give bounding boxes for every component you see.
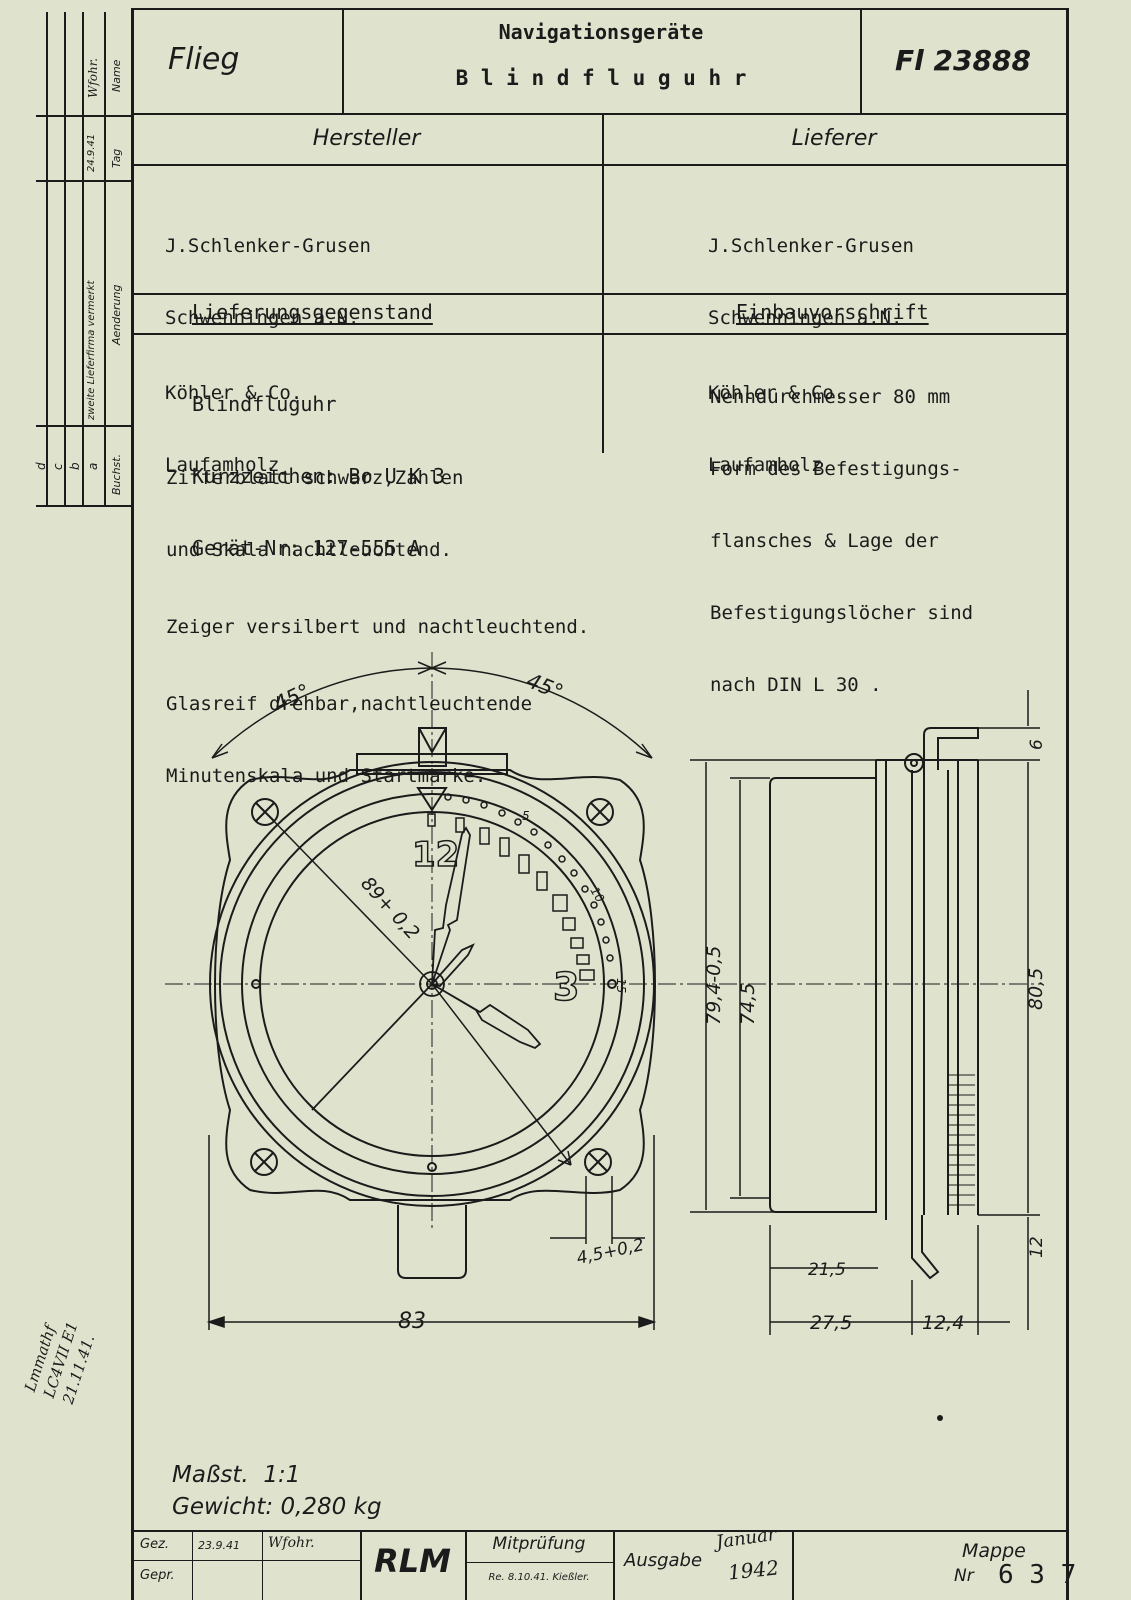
einbau-block: Nenndurchmesser 80 mm Form des Befestigu… <box>710 337 973 721</box>
lieferer-line: Schwenningen a.N. <box>708 307 903 329</box>
einbau-line: flansches & Lage der <box>710 530 939 552</box>
dim-d1: 21,5 <box>808 1260 846 1280</box>
gegenstand-line: Blindfluguhr <box>192 392 337 416</box>
gepr-label: Gepr. <box>140 1568 175 1583</box>
lieferer-line: Köhler & Co. <box>708 382 846 404</box>
dim-diameter: 89+ 0,2 <box>356 873 423 944</box>
mounting-holes <box>250 798 617 1176</box>
hersteller-label: Hersteller <box>312 126 421 151</box>
gez-sign: Wfohr. <box>268 1535 315 1551</box>
description-line: und Skala nachtleuchtend. <box>166 539 452 561</box>
einbau-line: Befestigungslöcher sind <box>710 602 974 624</box>
lieferer-line: J.Schlenker-Grusen <box>708 235 914 257</box>
bottom-stem <box>397 1205 467 1279</box>
bezel-ring-inner <box>219 771 645 1197</box>
top-boss <box>356 753 508 775</box>
gez-label: Gez. <box>140 1537 170 1552</box>
nr-value: 6 3 7 <box>998 1560 1077 1590</box>
header-number: Fl 23888 <box>895 44 1031 77</box>
hersteller-address: J.Schlenker-Grusen Schwenningen a.N. Köh… <box>165 186 371 501</box>
dim-angle-right: 45° <box>523 668 567 704</box>
dot <box>937 1415 943 1421</box>
bezel-ring <box>209 761 655 1207</box>
description-line: Zeiger versilbert und nachtleuchtend. <box>166 616 590 638</box>
dial-5: 5 <box>522 809 530 823</box>
einbau-label: Einbauvorschrift <box>736 300 929 324</box>
side-view <box>769 727 979 1280</box>
start-marker <box>416 787 448 812</box>
rlm-label: RLM <box>374 1542 451 1580</box>
mitpruefung-label: Mitprüfung <box>492 1534 586 1554</box>
einbau-line: Nenndurchmesser 80 mm <box>710 386 951 408</box>
minute-scale <box>427 793 614 981</box>
gegenstand-line: Kurzzeichen: Bo U K 3 <box>192 464 445 488</box>
nr-label: Nr <box>954 1566 974 1586</box>
flange-outline <box>214 769 656 1201</box>
lieferer-line: Laufamholz <box>708 454 823 476</box>
dial-15: 15 <box>614 978 628 993</box>
dim-83-lines <box>206 1135 657 1330</box>
hersteller-line: Köhler & Co. <box>165 382 303 404</box>
dim-bottom: 12 <box>1027 1236 1047 1258</box>
dim-top: 6 <box>1027 739 1047 750</box>
hersteller-line: J.Schlenker-Grusen <box>165 235 371 257</box>
einbau-line: nach DIN L 30 . <box>710 674 882 696</box>
dial-ring <box>241 793 623 1175</box>
mappe-label: Mappe <box>962 1540 1026 1562</box>
top-marker <box>418 727 447 767</box>
ausgabe-label: Ausgabe <box>624 1550 703 1571</box>
gegenstand-line: Gerät-Nr: 127-555 A <box>192 536 421 560</box>
gez-date: 23.9.41 <box>198 1539 240 1552</box>
einbau-line: Form des Befestigungs- <box>710 458 962 480</box>
lieferer-address: J.Schlenker-Grusen Schwenningen a.N. Köh… <box>708 186 914 501</box>
clock-hands <box>311 826 542 1111</box>
dim-h1: 79,4-0,5 <box>703 946 725 1025</box>
dim-d3: 12,4 <box>922 1312 964 1334</box>
dial-3: 3 <box>553 965 579 1009</box>
hersteller-line: Laufamholz <box>165 454 280 476</box>
mitpruefung-value: Re. 8.10.41. Kießler. <box>488 1572 590 1583</box>
side-dimensions <box>690 690 1040 1335</box>
dim-width: 83 <box>398 1309 426 1334</box>
header-category: Navigationsgeräte <box>498 20 704 44</box>
dim-h3: 80,5 <box>1025 968 1047 1010</box>
header-dept: Flieg <box>168 42 240 77</box>
dial-12: 12 <box>412 835 459 875</box>
description-line: Glasreif drehbar,nachtleuchtende <box>166 693 533 715</box>
angle-arcs <box>211 661 653 1166</box>
dial-10: 10 <box>587 885 607 906</box>
header-title: B l i n d f l u g u h r <box>455 66 747 90</box>
dim-h2: 74,5 <box>737 983 759 1025</box>
weight-text: Gewicht: 0,280 kg <box>172 1494 382 1520</box>
gegenstand-block: Blindfluguhr Kurzzeichen: Bo U K 3 Gerät… <box>192 344 445 584</box>
gegenstand-label: Lieferungsgegenstand <box>192 300 433 324</box>
lieferer-label: Lieferer <box>791 126 877 151</box>
scale-text: Maßst. 1:1 <box>172 1462 301 1488</box>
dim-d2: 27,5 <box>810 1312 852 1334</box>
description-line: Zifferblatt schwarz,Zahlen <box>166 467 464 489</box>
hersteller-line: Schwenningen a.N. <box>165 307 360 329</box>
dim-angle-left: 45° <box>270 679 314 716</box>
